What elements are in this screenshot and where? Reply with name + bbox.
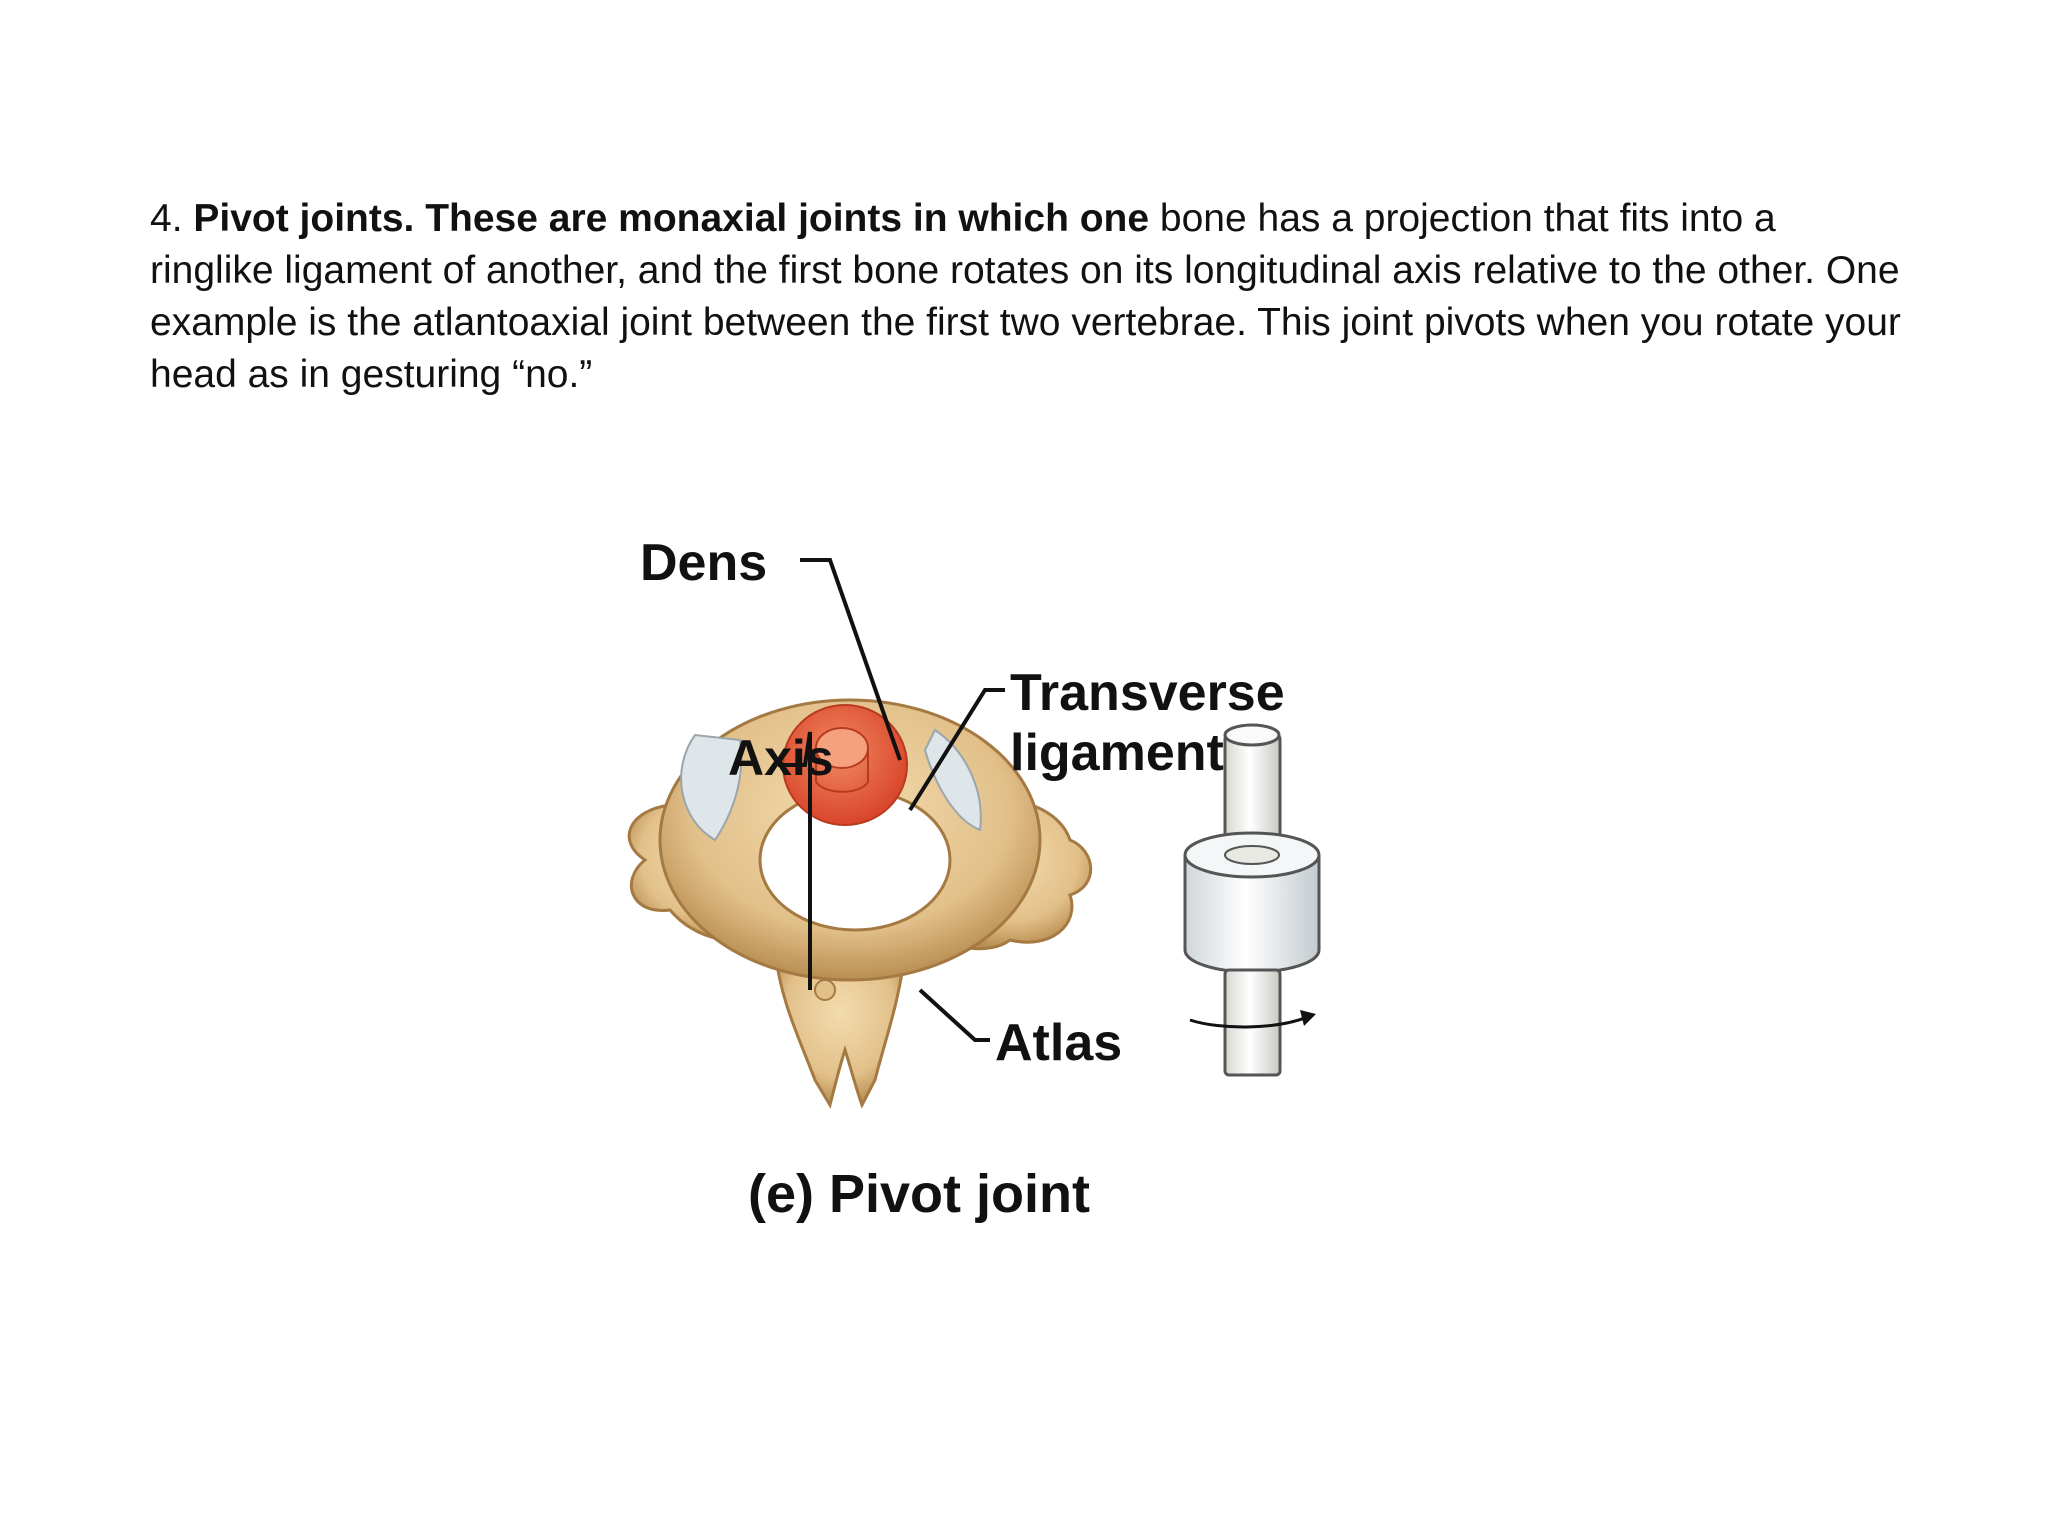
bold-lead-text: Pivot joints. These are monaxial joints … (193, 197, 1150, 240)
transverse-ligament-leader-line (908, 688, 1005, 812)
atlas-label: Atlas (995, 1014, 1122, 1072)
body-paragraph: 4. Pivot joints. These are monaxial join… (150, 193, 1910, 401)
leader-lines (778, 558, 1005, 1042)
vertebra-shape (627, 698, 1093, 1109)
axis-leader-line (778, 731, 812, 990)
pivot-model-icon (1183, 723, 1321, 1077)
transverse-label-line2: ligament (1010, 724, 1224, 782)
dens-label: Dens (640, 534, 767, 592)
figure-caption: (e) Pivot joint (748, 1164, 1090, 1224)
item-number: 4. (150, 197, 183, 240)
dens-leader-line (800, 558, 902, 761)
transverse-label-line1: Transverse (1010, 664, 1285, 722)
atlas-leader-line (918, 988, 990, 1042)
pivot-joint-illustration: Dens Axis Transverse ligament Atlas (e) … (627, 534, 1321, 1224)
paragraph-rest: bone has a projection that fits into a r… (150, 197, 1901, 396)
axis-label: Axis (728, 730, 834, 786)
pivot-joint-figure: Dens Axis Transverse ligament Atlas (e) … (600, 520, 1500, 1280)
